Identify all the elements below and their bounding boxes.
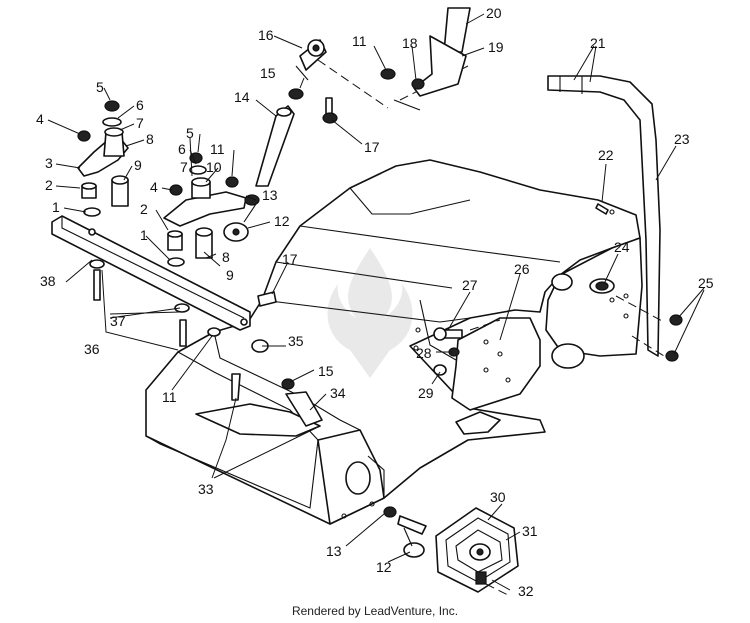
- callout-2: 2: [140, 201, 148, 217]
- callouts: 1 1 2 2 3 4 4 5 5 6 6 7 7 8 8 9 9 10 11 …: [36, 5, 714, 599]
- watermark-logo: [327, 248, 413, 378]
- callout-13: 13: [326, 543, 342, 559]
- callout-16: 16: [258, 27, 274, 43]
- callout-6: 6: [178, 141, 186, 157]
- handlebar: [547, 75, 661, 357]
- callout-3: 3: [45, 155, 53, 171]
- callout-5: 5: [186, 125, 194, 141]
- callout-21: 21: [590, 35, 606, 51]
- callout-8: 8: [146, 131, 154, 147]
- callout-15: 15: [318, 363, 334, 379]
- callout-31: 31: [522, 523, 538, 539]
- callout-4: 4: [150, 179, 158, 195]
- callout-17: 17: [364, 139, 380, 155]
- frame-chassis: [145, 159, 643, 525]
- callout-9: 9: [134, 157, 142, 173]
- callout-1: 1: [52, 199, 60, 215]
- callout-34: 34: [330, 385, 346, 401]
- lower-tie-rod-end: [383, 506, 427, 558]
- steering-post: [380, 7, 471, 111]
- callout-29: 29: [418, 385, 434, 401]
- callout-37: 37: [110, 313, 126, 329]
- lower-left-hardware: [89, 259, 323, 427]
- tie-rod: [255, 39, 469, 187]
- callout-15: 15: [260, 65, 276, 81]
- right-hardware: [589, 203, 683, 362]
- cross-bar: [51, 215, 251, 331]
- callout-19: 19: [488, 39, 504, 55]
- callout-30: 30: [490, 489, 506, 505]
- callout-4: 4: [36, 111, 44, 127]
- callout-38: 38: [40, 273, 56, 289]
- callout-11: 11: [162, 389, 177, 405]
- callout-2: 2: [45, 177, 53, 193]
- callout-32: 32: [518, 583, 534, 599]
- callout-7: 7: [136, 115, 144, 131]
- callout-11: 11: [352, 33, 367, 49]
- credit-text: Rendered by LeadVenture, Inc.: [291, 604, 459, 618]
- callout-1: 1: [140, 227, 148, 243]
- callout-25: 25: [698, 275, 714, 291]
- callout-12: 12: [376, 559, 392, 575]
- callout-14: 14: [234, 89, 250, 105]
- leader-lines: [47, 13, 705, 591]
- callout-17: 17: [282, 251, 298, 267]
- callout-22: 22: [598, 147, 614, 163]
- callout-10: 10: [206, 159, 222, 175]
- callout-36: 36: [84, 341, 100, 357]
- callout-12: 12: [274, 213, 290, 229]
- callout-23: 23: [674, 131, 690, 147]
- callout-11: 11: [210, 141, 225, 157]
- callout-18: 18: [402, 35, 418, 51]
- callout-28: 28: [416, 345, 432, 361]
- callout-24: 24: [614, 239, 630, 255]
- left-steering-arm: [77, 100, 129, 217]
- callout-33: 33: [198, 481, 214, 497]
- callout-8: 8: [222, 249, 230, 265]
- callout-6: 6: [136, 97, 144, 113]
- steering-boot: [435, 507, 519, 597]
- callout-26: 26: [514, 261, 530, 277]
- center-steering-arm: [163, 152, 260, 267]
- callout-5: 5: [96, 79, 104, 95]
- callout-27: 27: [462, 277, 478, 293]
- callout-20: 20: [486, 5, 502, 21]
- callout-7: 7: [180, 159, 188, 175]
- callout-13: 13: [262, 187, 278, 203]
- callout-35: 35: [288, 333, 304, 349]
- callout-9: 9: [226, 267, 234, 283]
